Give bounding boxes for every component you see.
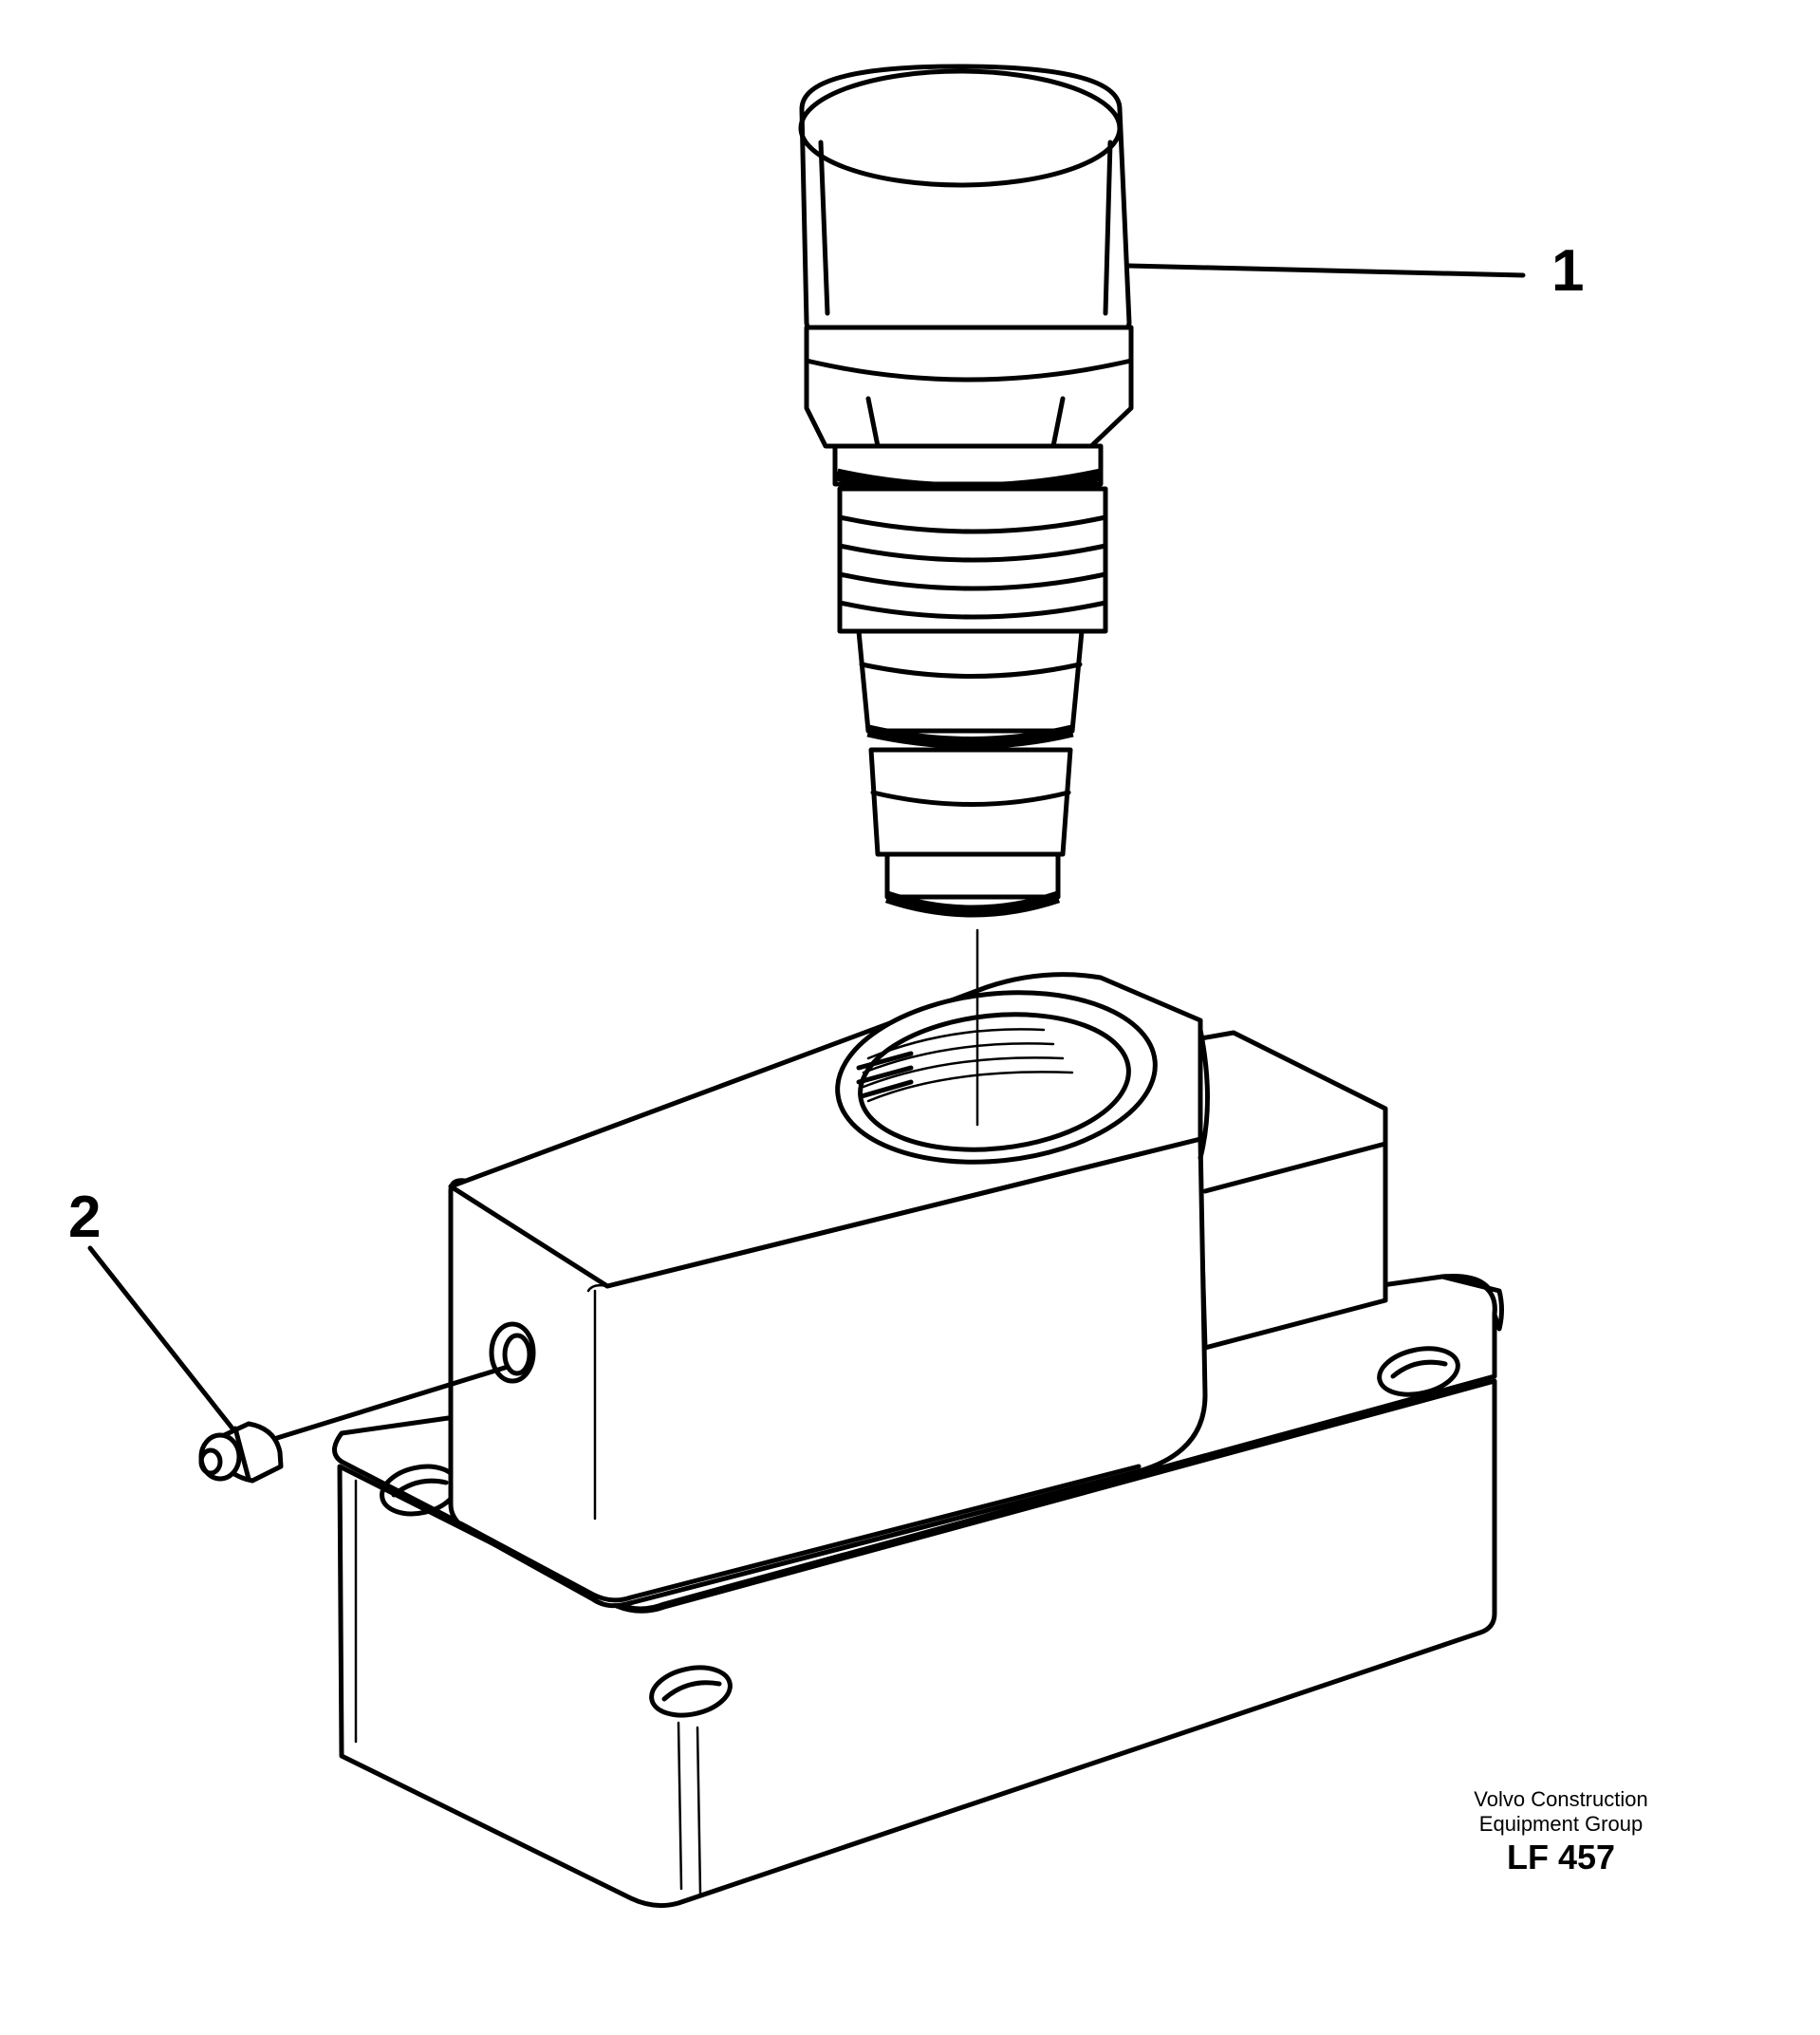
cartridge-valve — [798, 64, 1134, 918]
credit-line-company: Volvo Construction — [1474, 1787, 1648, 1811]
callout-2-leader — [87, 1245, 235, 1431]
publisher-credit: Volvo Construction Equipment Group LF 45… — [1423, 1787, 1699, 1878]
callout-label-1: 1 — [1551, 238, 1585, 304]
plug-fitting — [198, 1364, 511, 1484]
figure-code: LF 457 — [1506, 1838, 1616, 1876]
callout-1-leader — [1126, 263, 1526, 278]
callout-label-2: 2 — [68, 1185, 102, 1250]
credit-line-group: Equipment Group — [1478, 1812, 1644, 1836]
valve-body — [448, 972, 1388, 1609]
